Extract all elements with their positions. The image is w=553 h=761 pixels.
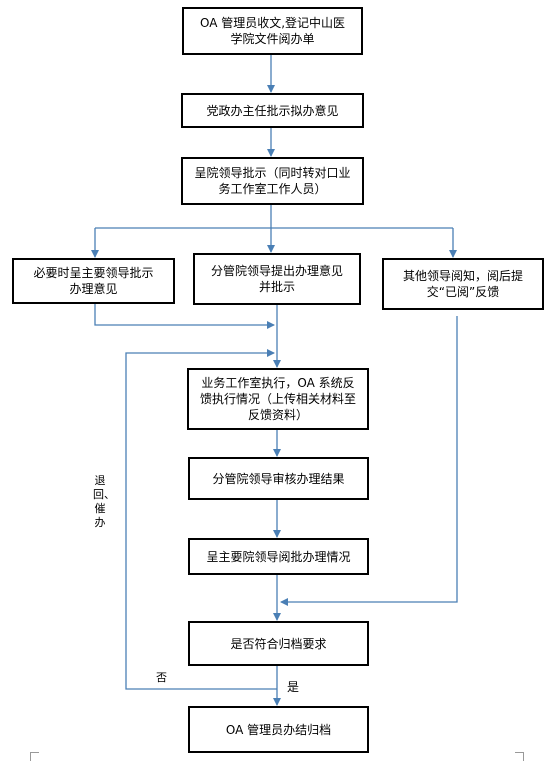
node-major: 必要时呈主要领导批示办理意见	[12, 258, 175, 304]
node-check: 是否符合归档要求	[188, 621, 369, 666]
page-corner-right	[515, 752, 524, 761]
line-return-loop	[125, 349, 277, 690]
label-yes: 是	[287, 680, 300, 694]
node-leader: 呈院领导批示（同时转对口业务工作室工作人员）	[181, 157, 364, 205]
node-receive: OA 管理员收文,登记中山医学院文件阅办单	[182, 7, 363, 55]
label-return: 退回、催办	[93, 474, 115, 529]
node-execute: 业务工作室执行，OA 系统反馈执行情况（上传相关材料至反馈资料）	[187, 368, 369, 430]
label-no: 否	[156, 671, 167, 684]
node-office: 党政办主任批示拟办意见	[181, 93, 364, 128]
node-others: 其他领导阅知，阅后提交“已阅”反馈	[382, 258, 544, 310]
node-review: 分管院领导审核办理结果	[188, 457, 369, 500]
page-corner-left	[30, 752, 39, 761]
node-archive: OA 管理员办结归档	[188, 706, 369, 753]
line-others-merge	[280, 316, 458, 606]
node-incharge: 分管院领导提出办理意见并批示	[193, 253, 361, 305]
line-major-merge	[94, 304, 275, 329]
node-approve: 呈主要院领导阅批办理情况	[188, 538, 369, 575]
